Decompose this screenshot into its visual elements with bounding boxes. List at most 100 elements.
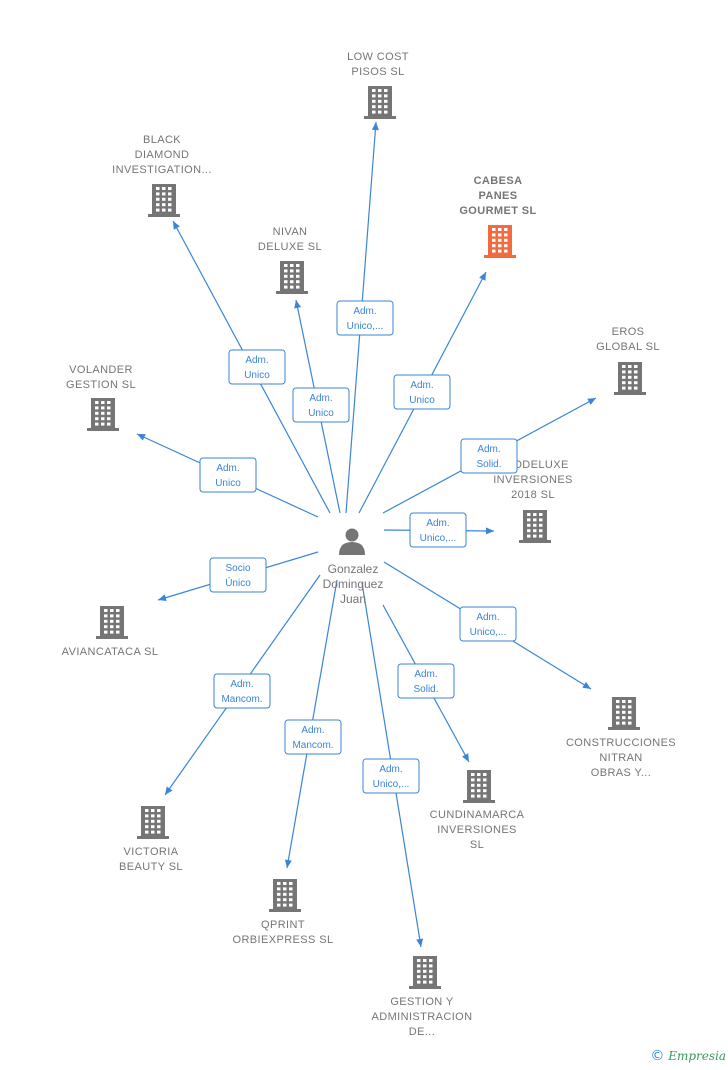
role-label-nivan[interactable]: Adm.Unico	[292, 387, 350, 423]
company-node-qprint[interactable]: QPRINT ORBIEXPRESS SL	[233, 879, 334, 946]
role-label-text: Unico,...	[470, 627, 507, 638]
role-label-box	[199, 457, 257, 493]
company-name[interactable]: EROS	[612, 326, 645, 338]
building-icon[interactable]	[148, 184, 180, 217]
company-name[interactable]: QPRINT	[261, 919, 305, 931]
footer-brand[interactable]: © Empresia	[650, 1048, 726, 1064]
company-node-cabesa[interactable]: CABESA PANES GOURMET SL	[459, 175, 536, 258]
company-name[interactable]: AVIANCATACA SL	[62, 646, 159, 658]
company-name[interactable]: NIVAN	[273, 226, 308, 238]
role-label-text: Adm.	[230, 679, 253, 690]
company-node-gestion[interactable]: GESTION Y ADMINISTRACION DE...	[372, 956, 473, 1038]
role-label-black[interactable]: Adm.Unico	[228, 349, 286, 385]
role-label-cabesa[interactable]: Adm.Unico	[393, 374, 451, 410]
role-label-qprint[interactable]: Adm.Mancom.	[284, 719, 342, 755]
role-label-text: Adm.	[410, 380, 433, 391]
company-node-construcciones[interactable]: CONSTRUCCIONES NITRAN OBRAS Y...	[566, 697, 676, 779]
role-label-cundinamarca[interactable]: Adm.Solid.	[397, 663, 455, 699]
role-label-construcciones[interactable]: Adm.Unico,...	[459, 606, 517, 642]
company-name[interactable]: ADMINISTRACION	[372, 1011, 473, 1023]
building-icon[interactable]	[484, 225, 516, 258]
arrowhead-eros	[587, 398, 596, 405]
building-icon[interactable]	[463, 770, 495, 803]
role-label-box	[228, 349, 286, 385]
role-label-box	[409, 512, 467, 548]
company-name[interactable]: GESTION Y	[390, 996, 454, 1008]
building-icon[interactable]	[87, 398, 119, 431]
company-node-avianca[interactable]: AVIANCATACA SL	[62, 606, 159, 658]
role-label-box	[459, 606, 517, 642]
company-node-black[interactable]: BLACK DIAMOND INVESTIGATION...	[112, 134, 212, 217]
role-label-box	[362, 758, 420, 794]
role-label-text: Unico	[244, 370, 270, 381]
arrowhead-nivan	[294, 300, 302, 309]
company-name[interactable]: DIAMOND	[135, 149, 190, 161]
company-name[interactable]: SL	[470, 839, 484, 851]
role-label-eros[interactable]: Adm.Solid.	[460, 438, 518, 474]
building-icon[interactable]	[96, 606, 128, 639]
role-label-victoria[interactable]: Adm.Mancom.	[213, 673, 271, 709]
company-node-victoria[interactable]: VICTORIA BEAUTY SL	[119, 806, 183, 873]
labels-layer: Adm.Unico,...Adm.UnicoAdm.UnicoAdm.Unico…	[199, 300, 518, 794]
role-label-text: Unico,...	[420, 533, 457, 544]
company-name[interactable]: INVERSIONES	[437, 824, 517, 836]
person-icon	[339, 528, 365, 555]
arrowhead-victoria	[165, 786, 173, 795]
company-name[interactable]: NITRAN	[599, 752, 642, 764]
building-icon[interactable]	[364, 86, 396, 119]
role-label-box	[213, 673, 271, 709]
company-name[interactable]: GESTION SL	[66, 379, 136, 391]
arrowhead-cabesa	[479, 272, 486, 281]
role-label-text: Adm.	[309, 393, 332, 404]
company-name[interactable]: BLACK	[143, 134, 181, 146]
company-node-lowcost[interactable]: LOW COST PISOS SL	[347, 51, 409, 119]
role-label-box	[292, 387, 350, 423]
company-name[interactable]: DELUXE SL	[258, 241, 322, 253]
company-name[interactable]: PISOS SL	[351, 66, 404, 78]
company-name[interactable]: DE...	[409, 1026, 435, 1038]
company-name[interactable]: BEAUTY SL	[119, 861, 183, 873]
company-name[interactable]: 2018 SL	[511, 489, 555, 501]
role-label-prodeluxe[interactable]: Adm.Unico,...	[409, 512, 467, 548]
role-label-lowcost[interactable]: Adm.Unico,...	[336, 300, 394, 336]
company-node-nivan[interactable]: NIVAN DELUXE SL	[258, 226, 322, 294]
role-label-text: Adm.	[353, 306, 376, 317]
company-name[interactable]: VICTORIA	[124, 846, 179, 858]
company-node-volander[interactable]: VOLANDER GESTION SL	[66, 364, 136, 431]
company-name[interactable]: LOW COST	[347, 51, 409, 63]
company-node-cundinamarca[interactable]: CUNDINAMARCA INVERSIONES SL	[430, 770, 525, 851]
company-name[interactable]: VOLANDER	[69, 364, 133, 376]
company-name[interactable]: INVESTIGATION...	[112, 164, 212, 176]
role-label-gestion[interactable]: Adm.Unico,...	[362, 758, 420, 794]
building-icon[interactable]	[409, 956, 441, 989]
building-icon[interactable]	[614, 362, 646, 395]
company-name[interactable]: PANES	[478, 190, 517, 202]
company-name[interactable]: GLOBAL SL	[596, 341, 660, 353]
building-icon[interactable]	[519, 510, 551, 543]
company-node-eros[interactable]: EROS GLOBAL SL	[596, 326, 660, 395]
building-icon[interactable]	[276, 261, 308, 294]
role-label-text: Socio	[225, 563, 250, 574]
role-label-volander[interactable]: Adm.Unico	[199, 457, 257, 493]
company-name[interactable]: CONSTRUCCIONES	[566, 737, 676, 749]
company-name[interactable]: CABESA	[474, 175, 523, 187]
company-name[interactable]: GOURMET SL	[459, 205, 536, 217]
person-name[interactable]: Dominguez	[323, 577, 384, 591]
building-icon[interactable]	[137, 806, 169, 839]
company-name[interactable]: INVERSIONES	[493, 474, 573, 486]
company-name[interactable]: ORBIEXPRESS SL	[233, 934, 334, 946]
company-name[interactable]: CUNDINAMARCA	[430, 809, 525, 821]
role-label-text: Adm.	[477, 444, 500, 455]
company-name[interactable]: OBRAS Y...	[591, 767, 651, 779]
role-label-text: Mancom.	[292, 740, 333, 751]
building-icon[interactable]	[608, 697, 640, 730]
arrowhead-volander	[137, 434, 146, 441]
person-name[interactable]: Gonzalez	[328, 562, 379, 576]
building-icon[interactable]	[269, 879, 301, 912]
role-label-text: Adm.	[379, 764, 402, 775]
person-name[interactable]: Juan	[340, 592, 366, 606]
